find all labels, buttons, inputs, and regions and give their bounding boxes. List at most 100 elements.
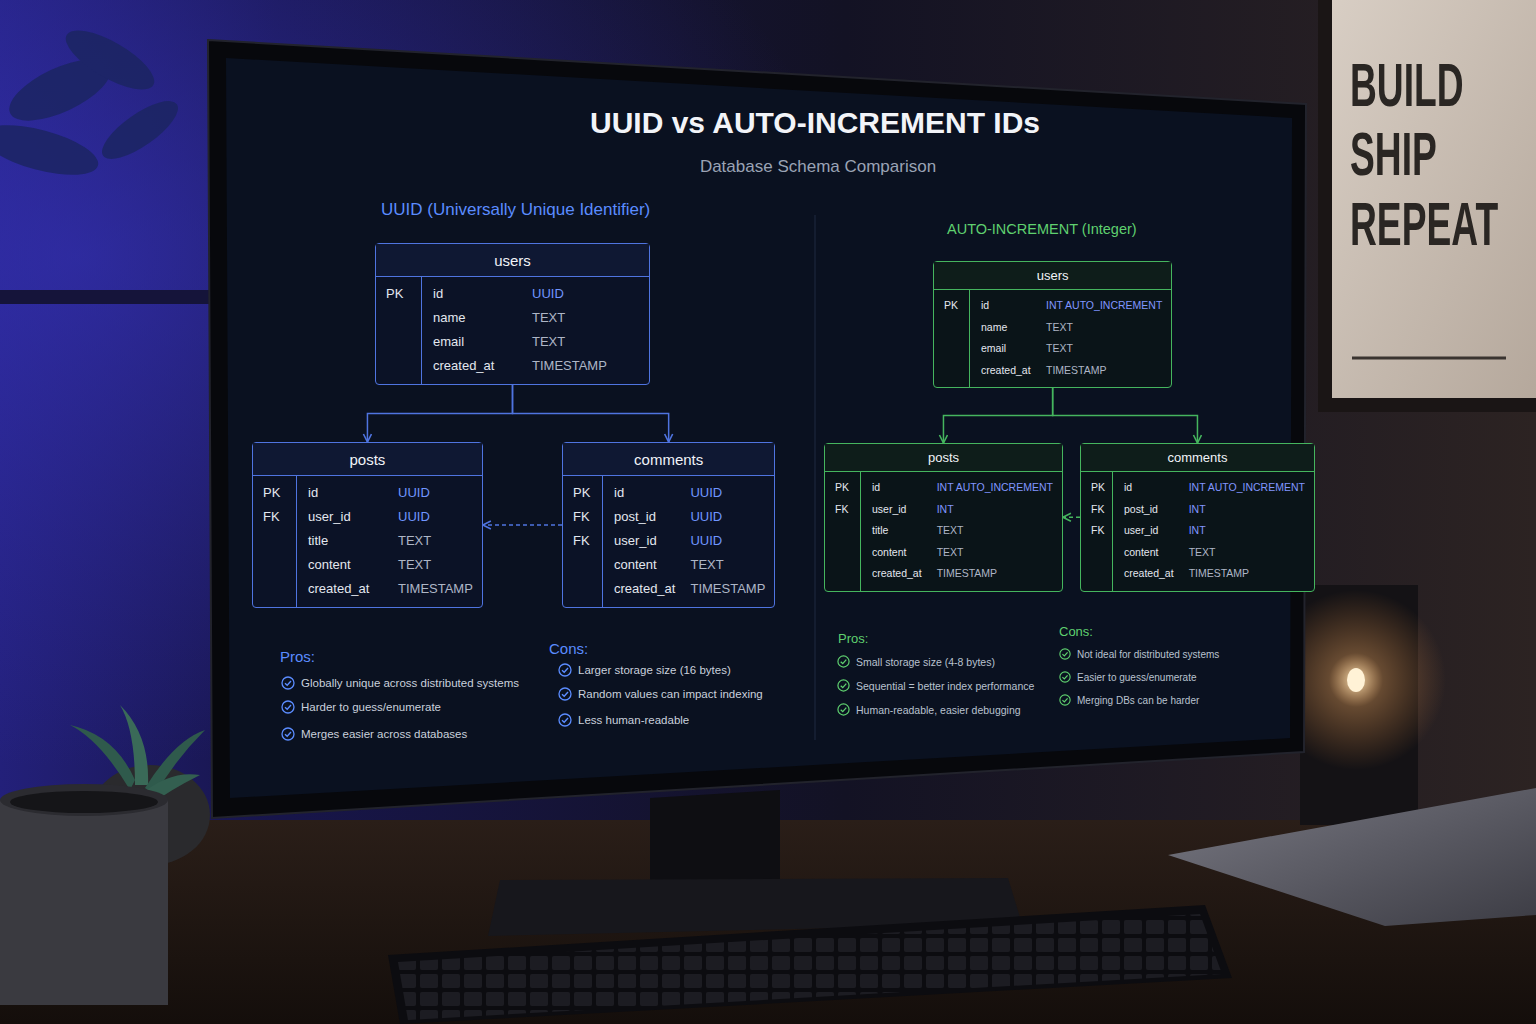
poster: [1332, 0, 1536, 398]
key-cell: PK: [825, 472, 861, 499]
key-cell: FK: [825, 499, 861, 521]
check-circle: [1060, 649, 1070, 659]
check-circle: [1060, 672, 1070, 682]
key-cell: [376, 330, 422, 354]
list-text: Not ideal for distributed systems: [1077, 649, 1219, 660]
monitor-bezel: [208, 40, 1306, 818]
list-item: Harder to guess/enumerate: [281, 700, 441, 714]
column-name: email: [970, 338, 1040, 360]
column-name: email: [422, 330, 526, 354]
column-type: INT AUTO_INCREMENT: [931, 472, 1062, 499]
relation-arrow: [367, 385, 512, 442]
keyboard-keys: [398, 914, 1222, 1020]
column-name: name: [422, 306, 526, 330]
column-type: INT AUTO_INCREMENT: [1183, 472, 1314, 499]
check-icon: [558, 687, 572, 701]
poster-rule: [1352, 357, 1506, 360]
column-type: TIMESTAMP: [526, 354, 649, 384]
table-box: postsPKidINT AUTO_INCREMENTFKuser_idINTt…: [824, 443, 1063, 592]
check-icon: [837, 679, 850, 692]
check-mark: [841, 684, 847, 688]
column-name: name: [970, 317, 1040, 339]
list-text: Easier to guess/enumerate: [1077, 672, 1197, 683]
column-name: user_id: [297, 505, 392, 529]
list-text: Sequential = better index performance: [856, 680, 1034, 692]
list-heading: AUTO-INCREMENT (Integer): [947, 221, 1137, 237]
key-cell: [934, 360, 970, 388]
laptop: [1168, 788, 1536, 926]
check-icon: [558, 663, 572, 677]
column-type: TEXT: [1040, 317, 1171, 339]
reference-arrow: [1063, 517, 1080, 519]
column-type: TEXT: [684, 553, 774, 577]
column-type: UUID: [684, 505, 774, 529]
key-cell: FK: [563, 505, 603, 529]
table-body: PKidINT AUTO_INCREMENTnameTEXTemailTEXTc…: [934, 290, 1171, 387]
check-icon: [558, 713, 572, 727]
list-text: Small storage size (4-8 bytes): [856, 656, 995, 668]
column-type: TIMESTAMP: [1040, 360, 1171, 388]
list-text: Less human-readable: [578, 714, 689, 726]
column-type: TEXT: [1040, 338, 1171, 360]
key-cell: [563, 577, 603, 607]
list-heading: Pros:: [838, 631, 868, 646]
column-name: created_at: [297, 577, 392, 607]
key-cell: PK: [1081, 472, 1113, 499]
column-name: id: [970, 290, 1040, 317]
check-icon: [281, 727, 295, 741]
table-name: comments: [563, 443, 774, 476]
list-text: Globally unique across distributed syste…: [301, 677, 519, 689]
table-box: usersPKidUUIDnameTEXTemailTEXTcreated_at…: [375, 243, 650, 385]
poster-text: BUILD SHIP REPEAT: [1350, 50, 1506, 258]
key-cell: [253, 529, 297, 553]
key-cell: [376, 354, 422, 384]
table-body: PKidINT AUTO_INCREMENTFKuser_idINTtitleT…: [825, 472, 1062, 591]
key-cell: [563, 553, 603, 577]
column-name: user_id: [603, 529, 684, 553]
column-name: user_id: [861, 499, 931, 521]
table-name: posts: [825, 444, 1062, 472]
shelf: [0, 290, 210, 304]
column-name: post_id: [603, 505, 684, 529]
list-heading: Pros:: [280, 648, 315, 665]
section-heading: Database Schema Comparison: [700, 157, 936, 177]
table-body: PKidUUIDFKpost_idUUIDFKuser_idUUIDconten…: [563, 476, 774, 607]
column-name: content: [861, 542, 931, 564]
list-text: Human-readable, easier debugging: [856, 704, 1021, 716]
check-icon: [837, 655, 850, 668]
table-name: users: [376, 244, 649, 277]
key-cell: [1081, 542, 1113, 564]
table-box: usersPKidINT AUTO_INCREMENTnameTEXTemail…: [933, 261, 1172, 388]
key-cell: PK: [563, 476, 603, 505]
column-name: content: [297, 553, 392, 577]
leaf: [94, 91, 186, 169]
list-text: Random values can impact indexing: [578, 688, 763, 700]
check-icon: [1059, 694, 1071, 706]
check-circle: [559, 688, 571, 700]
list-item: Less human-readable: [558, 713, 689, 727]
check-circle: [838, 704, 849, 715]
key-cell: FK: [563, 529, 603, 553]
column-type: UUID: [392, 476, 482, 505]
check-icon: [1059, 671, 1071, 683]
key-cell: [253, 553, 297, 577]
check-circle: [1060, 695, 1070, 705]
leaf: [120, 705, 148, 785]
list-item: Small storage size (4-8 bytes): [837, 655, 995, 668]
column-type: TEXT: [1183, 542, 1314, 564]
list-item: Globally unique across distributed syste…: [281, 676, 519, 690]
key-cell: [825, 542, 861, 564]
key-cell: [934, 317, 970, 339]
key-cell: PK: [376, 277, 422, 306]
column-type: TEXT: [392, 529, 482, 553]
list-item: Easier to guess/enumerate: [1059, 671, 1197, 683]
divider: [815, 215, 816, 740]
column-name: created_at: [603, 577, 684, 607]
relation-arrow: [1053, 388, 1198, 443]
column-type: TEXT: [931, 520, 1062, 542]
list-text: Merges easier across databases: [301, 728, 467, 740]
check-circle: [282, 677, 294, 689]
column-type: TEXT: [931, 542, 1062, 564]
